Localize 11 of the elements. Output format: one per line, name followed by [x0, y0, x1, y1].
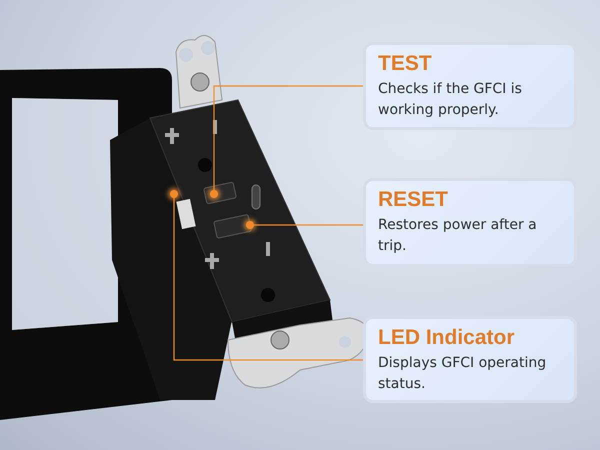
leader-line — [254, 224, 363, 226]
leader-line — [173, 198, 363, 361]
callout-description: Restores power after a trip. — [378, 216, 538, 256]
callout-description: Displays GFCI operating status. — [378, 354, 548, 394]
callout-heading: LED Indicator — [378, 325, 516, 351]
callout-heading: TEST — [378, 51, 433, 77]
callout-description: Checks if the GFCI is working properly. — [378, 80, 523, 120]
callout-heading: RESET — [378, 187, 450, 213]
callout-card — [363, 316, 577, 403]
callout-card — [363, 178, 577, 267]
callout-card — [363, 42, 577, 130]
